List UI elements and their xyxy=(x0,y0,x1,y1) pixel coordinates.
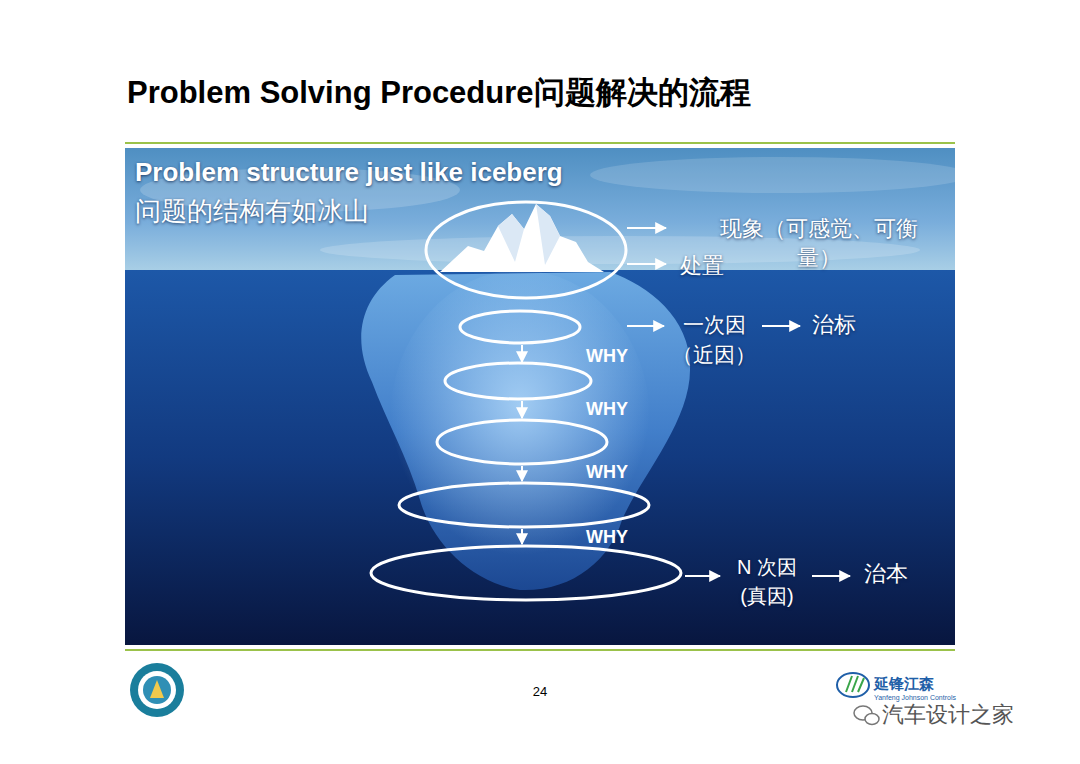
symptom-label: 现象（可感觉、可衡量） xyxy=(703,215,935,272)
cause-label: 一次因（近因） xyxy=(670,310,758,371)
why-arrows xyxy=(521,345,523,544)
wechat-icon xyxy=(854,706,879,725)
why-label: WHY xyxy=(586,346,628,368)
cause-rings xyxy=(371,202,681,600)
outcome-label: 治标 xyxy=(812,312,856,338)
school-seal xyxy=(130,663,184,717)
iceberg-tip xyxy=(440,204,604,272)
rule-line xyxy=(125,649,955,651)
company-logo-icon xyxy=(837,673,869,697)
sea xyxy=(125,270,955,645)
company-name: Yanfeng Johnson Controls xyxy=(874,694,956,702)
action-label: 处置 xyxy=(680,253,724,279)
cloud xyxy=(590,157,970,193)
slide-title: Problem Solving Procedure问题解决的流程 xyxy=(127,74,751,111)
iceberg-shade xyxy=(498,204,560,265)
page-number: 24 xyxy=(520,684,560,700)
rule-line xyxy=(125,142,955,144)
panel-heading: 问题的结构有如冰山 xyxy=(135,196,369,227)
why-label: WHY xyxy=(586,399,628,421)
iceberg-glow xyxy=(390,270,650,570)
company-name: 延锋江森 xyxy=(874,675,934,693)
panel-heading: Problem structure just like iceberg xyxy=(135,157,563,188)
outcome-label: 治本 xyxy=(864,561,908,587)
watermark: 汽车设计之家 xyxy=(882,702,1014,728)
why-label: WHY xyxy=(586,527,628,549)
root-cause-label: N 次因 (真因) xyxy=(724,553,810,611)
why-label: WHY xyxy=(586,462,628,484)
pointer-arrows xyxy=(627,228,850,576)
